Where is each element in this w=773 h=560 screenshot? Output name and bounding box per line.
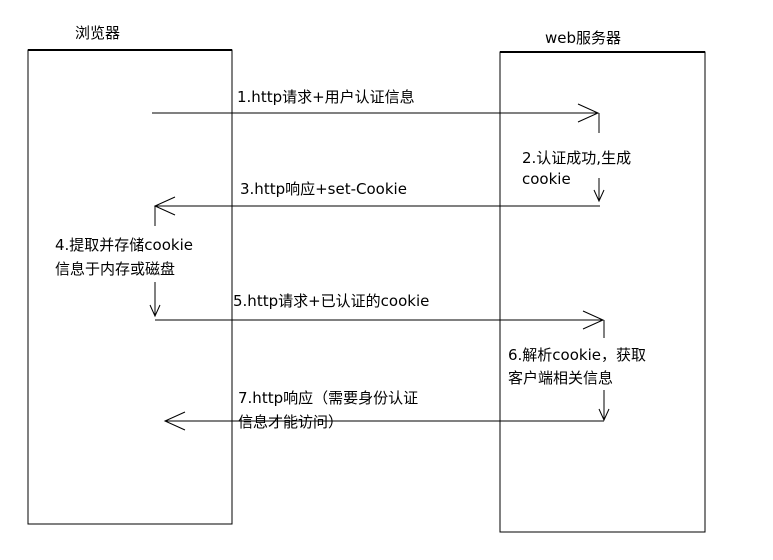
step-6-process: 6.解析cookie，获取 客户端相关信息	[508, 320, 646, 422]
step-4-label-line-2: 信息于内存或磁盘	[55, 260, 175, 278]
step-5-label: 5.http请求+已认证的cookie	[233, 292, 429, 310]
step-6-label-line-2: 客户端相关信息	[508, 369, 613, 387]
step-7-label-line-1: 7.http响应（需要身份认证	[238, 389, 418, 407]
browser-box	[27, 49, 233, 525]
server-title: web服务器	[545, 29, 621, 47]
step-7-message: 7.http响应（需要身份认证 信息才能访问）	[163, 389, 604, 431]
step-6-down-arrow-head	[598, 408, 610, 422]
server-box	[499, 51, 706, 533]
step-2-process: 2.认证成功,生成 cookie	[522, 113, 631, 203]
step-1-message: 1.http请求+用户认证信息	[152, 88, 600, 123]
step-4-process: 4.提取并存储cookie 信息于内存或磁盘	[55, 206, 193, 318]
step-4-down-arrow-head	[149, 304, 161, 318]
step-4-label-line-1: 4.提取并存储cookie	[55, 236, 193, 254]
step-1-label: 1.http请求+用户认证信息	[237, 88, 415, 106]
step-7-label-line-2: 信息才能访问）	[238, 413, 343, 431]
step-5-message: 5.http请求+已认证的cookie	[155, 292, 605, 330]
step-5-arrow-head	[582, 310, 605, 330]
step-2-down-arrow-head	[593, 189, 605, 203]
step-2-label-line-1: 2.认证成功,生成	[522, 149, 631, 167]
browser-title: 浏览器	[75, 24, 120, 42]
step-6-label-line-1: 6.解析cookie，获取	[508, 346, 646, 364]
step-3-label: 3.http响应+set-Cookie	[240, 180, 407, 198]
step-7-arrow-head	[163, 411, 186, 431]
step-1-arrow-head	[577, 103, 600, 123]
step-2-label-line-2: cookie	[522, 170, 571, 188]
